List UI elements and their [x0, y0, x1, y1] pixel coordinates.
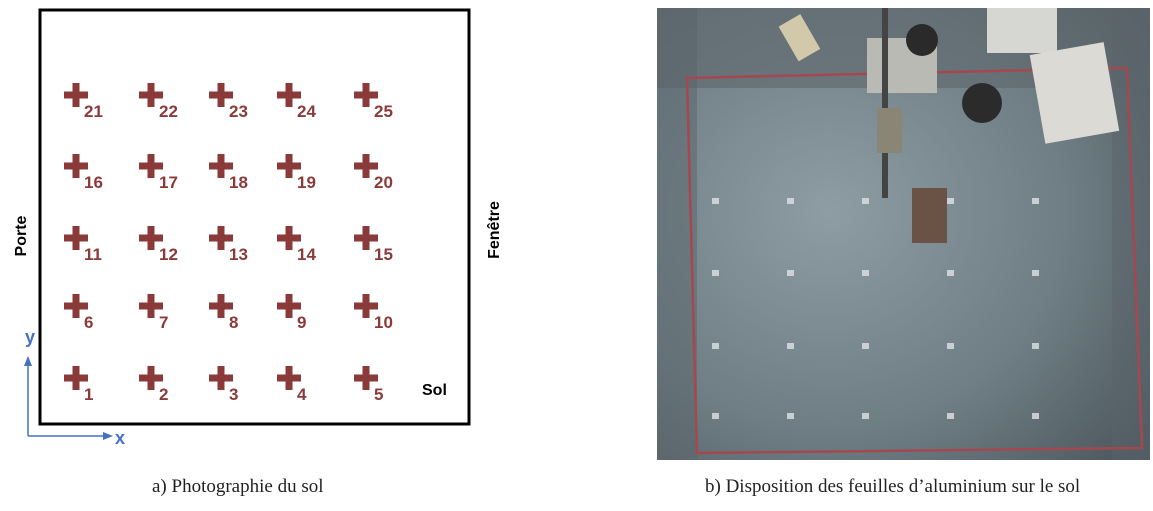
aluminium-sheet	[1032, 270, 1039, 276]
sensor-cross-icon	[354, 366, 378, 390]
label-fenetre: Fenêtre	[486, 201, 503, 259]
sensor-number: 23	[229, 102, 248, 121]
aluminium-sheet	[712, 198, 719, 204]
sensor-number: 6	[84, 313, 93, 332]
sensor-number: 9	[297, 313, 306, 332]
aluminium-sheet	[712, 343, 719, 349]
room-outline	[38, 8, 471, 426]
sensor-number: 7	[159, 313, 168, 332]
axis-arrows	[24, 356, 113, 440]
aluminium-sheet	[947, 198, 954, 204]
aluminium-sheet	[787, 343, 794, 349]
sensor-number: 25	[374, 102, 393, 121]
aluminium-sheet	[862, 270, 869, 276]
sensor-number: 22	[159, 102, 178, 121]
aluminium-sheet	[712, 413, 719, 419]
sensor-cross-icon	[354, 226, 378, 250]
y-arrowhead-icon	[24, 356, 32, 366]
aluminium-sheet	[787, 413, 794, 419]
sensor-cross-icon	[139, 154, 163, 178]
sensor-number: 24	[297, 102, 316, 121]
sensor-cross-icon	[139, 83, 163, 107]
aluminium-sheet	[947, 343, 954, 349]
sensor-cross-icon	[139, 366, 163, 390]
sensor-cross-icon	[209, 83, 233, 107]
aluminium-sheet	[862, 343, 869, 349]
aluminium-sheet	[787, 198, 794, 204]
aluminium-sheet	[862, 413, 869, 419]
sensor-number: 21	[84, 102, 103, 121]
sensor-cross-icon	[277, 83, 301, 107]
x-axis-label: x	[115, 428, 125, 448]
aluminium-sheet	[947, 270, 954, 276]
aluminium-sheet	[1032, 343, 1039, 349]
sensor-number: 12	[159, 245, 178, 264]
aluminium-sheet	[1032, 198, 1039, 204]
label-porte: Porte	[13, 215, 30, 256]
aluminium-sheet	[862, 198, 869, 204]
sensor-cross-icon	[64, 226, 88, 250]
sensor-cross-icon	[354, 294, 378, 318]
sensor-number: 4	[297, 385, 307, 404]
sensor-cross-icon	[64, 83, 88, 107]
sensor-number: 13	[229, 245, 248, 264]
sensor-number: 8	[229, 313, 238, 332]
sensor-cross-icon	[64, 154, 88, 178]
sensor-number: 19	[297, 173, 316, 192]
label-sol: Sol	[422, 382, 447, 399]
sensor-cross-icon	[209, 366, 233, 390]
sensor-cross-icon	[209, 154, 233, 178]
aluminium-sheet	[787, 270, 794, 276]
sensor-number: 1	[84, 385, 93, 404]
sensor-cross-icon	[277, 366, 301, 390]
sensor-number: 3	[229, 385, 238, 404]
sensor-cross-icon	[139, 294, 163, 318]
aluminium-sheet	[712, 270, 719, 276]
sensor-cross-icon	[277, 294, 301, 318]
sensor-number: 17	[159, 173, 178, 192]
caption-a: a) Photographie du sol	[152, 476, 324, 497]
sensor-number: 15	[374, 245, 393, 264]
sensor-number: 2	[159, 385, 168, 404]
sensor-cross-icon	[209, 226, 233, 250]
aluminium-sheet	[947, 413, 954, 419]
caption-b: b) Disposition des feuilles d’aluminium …	[705, 476, 1081, 497]
sensor-number: 18	[229, 173, 248, 192]
sensor-number: 10	[374, 313, 393, 332]
sensor-cross-icon	[354, 83, 378, 107]
aluminium-sheet	[1032, 413, 1039, 419]
y-axis-label: y	[25, 327, 35, 347]
sensor-cross-icon	[139, 226, 163, 250]
sensor-cross-icon	[209, 294, 233, 318]
sensor-cross-icon	[277, 226, 301, 250]
sensor-cross-icon	[277, 154, 301, 178]
sensor-number: 16	[84, 173, 103, 192]
sensor-cross-icon	[354, 154, 378, 178]
sensor-number: 20	[374, 173, 393, 192]
sensor-number: 11	[84, 245, 102, 264]
sensor-number: 5	[374, 385, 383, 404]
x-arrowhead-icon	[103, 432, 113, 440]
room-photo	[657, 8, 1150, 460]
sensor-cross-icon	[64, 366, 88, 390]
sensor-cross-icon	[64, 294, 88, 318]
sensor-number: 14	[297, 245, 316, 264]
